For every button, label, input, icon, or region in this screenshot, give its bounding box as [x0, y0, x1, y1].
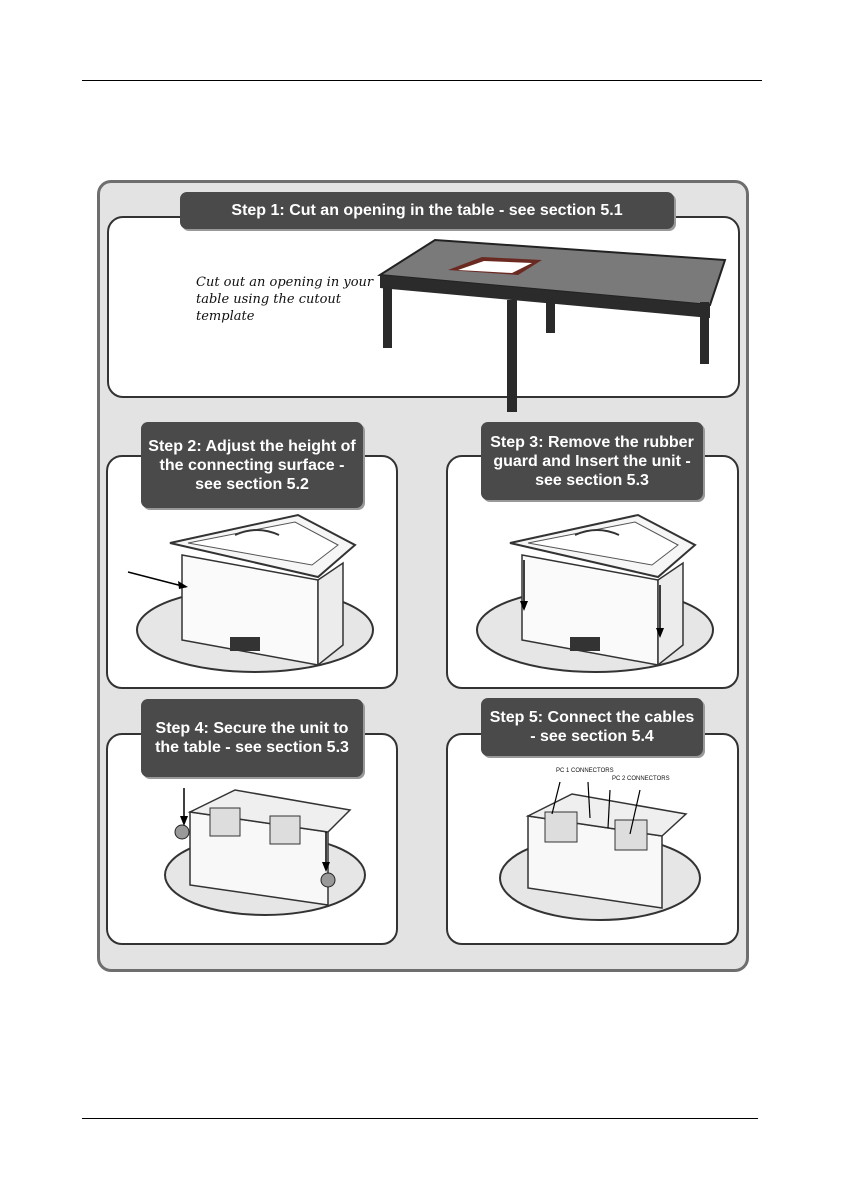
pc1-connectors-callout: PC 1 CONNECTORS: [556, 768, 614, 774]
table-illustration: [376, 238, 727, 412]
unit-illustration-step-4: [164, 788, 366, 916]
step-1-label: Step 1: Cut an opening in the table - se…: [180, 192, 674, 229]
pc2-connectors-callout: PC 2 CONNECTORS: [612, 776, 670, 782]
step-2-label: Step 2: Adjust the height of the connect…: [141, 422, 363, 508]
header-rule: [82, 80, 762, 81]
step-3-label: Step 3: Remove the rubber guard and Inse…: [481, 422, 703, 500]
unit-illustration-step-3: [476, 513, 714, 673]
footer-rule: [82, 1118, 758, 1119]
unit-illustration-step-2: [127, 513, 374, 673]
step-5-label: Step 5: Connect the cables - see section…: [481, 698, 703, 756]
step-1-note: Cut out an opening in your table using t…: [196, 275, 374, 324]
unit-illustration-step-5: [499, 781, 701, 921]
step-4-label: Step 4: Secure the unit to the table - s…: [141, 699, 363, 777]
